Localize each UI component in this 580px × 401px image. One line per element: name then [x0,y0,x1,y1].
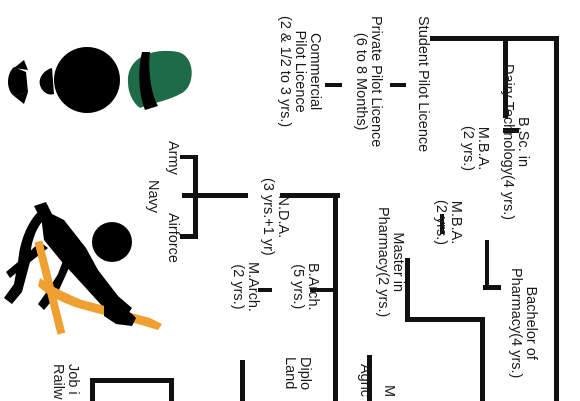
node-private-pilot-licence: Private Pilot Licence (6 to 8 Months) [353,16,383,147]
node-master-in-pharmacy: Master in Pharmacy(2 yrs.) [375,207,405,317]
node-job-partial: Job i Railw [50,364,80,399]
node-barch: B.Arch. (5 yrs.) [290,263,320,311]
connector [169,378,174,401]
connector [554,36,559,401]
node-navy: Navy [145,180,160,213]
connector [483,285,501,290]
node-nda: N.D.A. (3 yrs.+1 yr) [260,178,290,256]
pilot-silhouette-icon [0,30,200,140]
connector [480,317,485,401]
node-student-pilot-licence: Student Pilot Licence [415,16,430,152]
node-airforce: Airforce [165,213,180,263]
connector [430,36,558,41]
connector [325,83,342,87]
connector [405,317,485,322]
node-mba-dairy: M.B.A. (2 yrs.) [460,126,490,171]
connector [390,83,406,87]
node-m-partial: M [381,385,396,397]
pilot-cap-icon [128,51,192,108]
connector [90,378,174,383]
connector [180,155,198,159]
node-bachelor-of-pharmacy: Bachelor of Pharmacy(4 yrs.) [508,268,538,378]
connector [333,193,338,401]
connector [182,193,248,198]
node-army: Army [165,141,180,175]
worker-silhouette-icon [0,200,170,340]
node-march: M.Arch. (2 yrs.) [230,262,260,312]
node-bsc-dairy-technology: B.Sc. in Dairy Technology(4 yrs.) [500,64,530,220]
connector [90,378,95,401]
connector [193,155,198,239]
connector [180,234,198,239]
connector [485,240,489,285]
node-diploma-partial: Diplo Land [282,357,312,390]
connector [240,360,245,401]
node-agriculture-partial: Agric [357,364,372,397]
node-commercial-pilot-licence: Commercial Pilot Licence (2 & 1/2 to 3 y… [277,16,322,127]
node-mba-pharmacy: M.B.A. (2 yrs.) [433,200,463,245]
